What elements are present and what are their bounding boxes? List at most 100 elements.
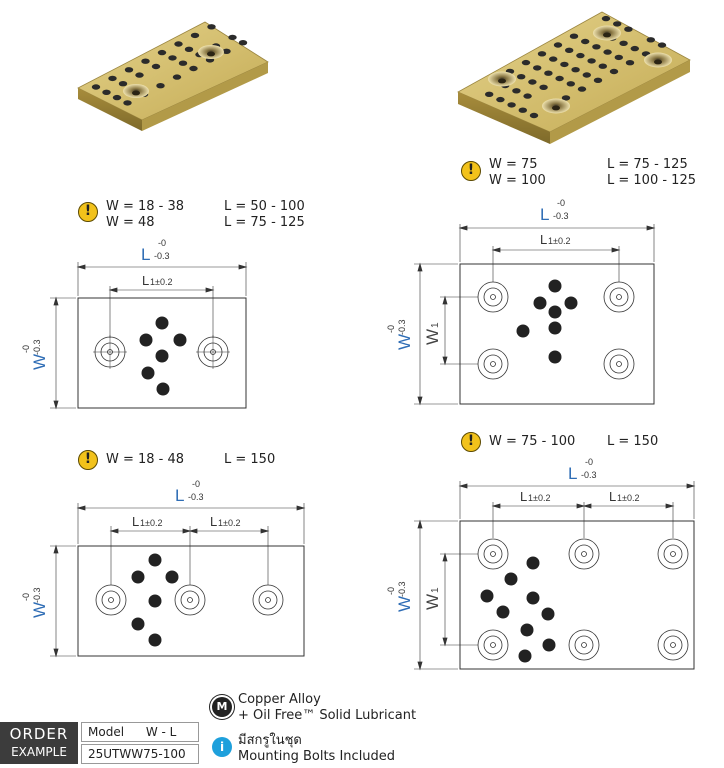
oil-hole [91, 84, 101, 90]
legend-bolts: มีสกรูในชุด Mounting Bolts Included [238, 733, 395, 765]
oil-hole [582, 72, 591, 78]
note-w: W = 18 - 48 [106, 452, 185, 467]
oil-hole [646, 37, 655, 43]
oil-hole [172, 74, 182, 80]
oil-hole [108, 75, 117, 82]
oil-hole [178, 60, 188, 66]
material-line1: Copper Alloy [238, 692, 321, 707]
dim-L: L [141, 245, 150, 264]
oil-hole [157, 49, 167, 56]
oil-hole [156, 83, 165, 89]
oil-hole [123, 100, 132, 106]
dim-L1-sub: 1±0.2 [617, 493, 639, 503]
dim-L1: L [540, 232, 547, 247]
legend-material: Copper Alloy + Oil Free™ Solid Lubricant [238, 692, 416, 724]
oil-hole [560, 61, 569, 68]
oil-hole [238, 40, 248, 46]
oil-hole [207, 24, 216, 30]
oil-hole [189, 65, 198, 72]
oil-hole [518, 107, 527, 113]
oil-hole [118, 81, 128, 87]
plate-outline [77, 545, 305, 657]
dim-W: W [395, 334, 414, 350]
oil-hole [222, 48, 231, 54]
order-model-label: Model [88, 725, 125, 739]
product-render-small [77, 21, 269, 131]
dim-L1-sub: 1±0.2 [548, 236, 570, 246]
dim-W-tol-upper: -0 [386, 325, 396, 333]
oil-hole [512, 88, 521, 94]
order-code: 25UTWW75-100 [81, 744, 199, 764]
oil-hole [141, 58, 150, 64]
oil-hole [603, 49, 612, 55]
product-render-large [457, 11, 691, 144]
oil-hole [593, 77, 603, 84]
dim-W-tol-upper: -0 [21, 345, 31, 353]
note-w: W = 18 - 38 [106, 199, 185, 214]
oil-hole [561, 95, 571, 101]
warning-icon: ! [461, 432, 481, 452]
note-l: L = 150 [607, 434, 659, 449]
oil-hole [539, 84, 548, 91]
oil-hole [609, 68, 619, 75]
dim-L: L [175, 486, 184, 505]
order-model-value: W - L [145, 725, 177, 739]
oil-hole [581, 38, 590, 45]
oil-hole [496, 96, 505, 103]
oil-hole [566, 81, 575, 87]
order-subtitle: EXAMPLE [11, 745, 67, 759]
oil-hole [521, 59, 531, 66]
dim-L-tol-lower: -0.3 [553, 211, 569, 221]
oil-hole [549, 56, 558, 62]
note-l: L = 75 - 125 [224, 215, 305, 230]
material-line2: + Oil Free™ Solid Lubricant [238, 708, 417, 723]
oil-hole [592, 44, 601, 50]
oil-hole [598, 63, 607, 69]
dim-L-tol-lower: -0.3 [154, 251, 170, 261]
material-icon: M [212, 697, 232, 717]
order-example-label: ORDER EXAMPLE [0, 722, 78, 764]
dim-L1: L [609, 489, 616, 504]
dim-L1-sub: 1±0.2 [150, 277, 172, 287]
dim-W1: W [423, 329, 442, 345]
dim-W-tol-lower: -0.3 [32, 587, 42, 603]
plate-outline [459, 263, 655, 405]
oil-hole [657, 42, 667, 48]
warning-icon: ! [78, 202, 98, 222]
oil-hole [174, 41, 183, 47]
dim-L1-sub: 1±0.2 [140, 518, 162, 528]
dim-W: W [30, 602, 49, 618]
dim-L: L [568, 464, 577, 483]
drawing-top-right [414, 224, 656, 406]
oil-hole [619, 40, 628, 46]
drawing-bottom-right [414, 481, 696, 671]
oil-hole [507, 102, 516, 108]
oil-hole [102, 89, 111, 96]
dim-L-tol-lower: -0.3 [581, 470, 597, 480]
dim-L1: L [132, 514, 139, 529]
plate-outline [459, 520, 695, 670]
note-l: L = 100 - 125 [607, 173, 696, 188]
info-icon: i [212, 737, 232, 757]
dim-L1: L [210, 514, 217, 529]
dim-W1: W [423, 594, 442, 610]
dim-W: W [395, 596, 414, 612]
note-l: L = 50 - 100 [224, 199, 305, 214]
oil-hole [613, 21, 622, 27]
dim-L: L [540, 205, 549, 224]
oil-hole [565, 47, 574, 53]
dim-W-tol-lower: -0.3 [397, 319, 407, 335]
order-model-row: Model W - L [81, 722, 199, 742]
oil-hole [124, 67, 134, 73]
oil-hole [228, 34, 237, 41]
oil-hole [184, 46, 194, 52]
oil-hole [569, 33, 579, 39]
oil-hole [625, 60, 635, 66]
dim-L1: L [520, 489, 527, 504]
oil-hole [537, 51, 547, 57]
plate-outline [77, 297, 247, 409]
